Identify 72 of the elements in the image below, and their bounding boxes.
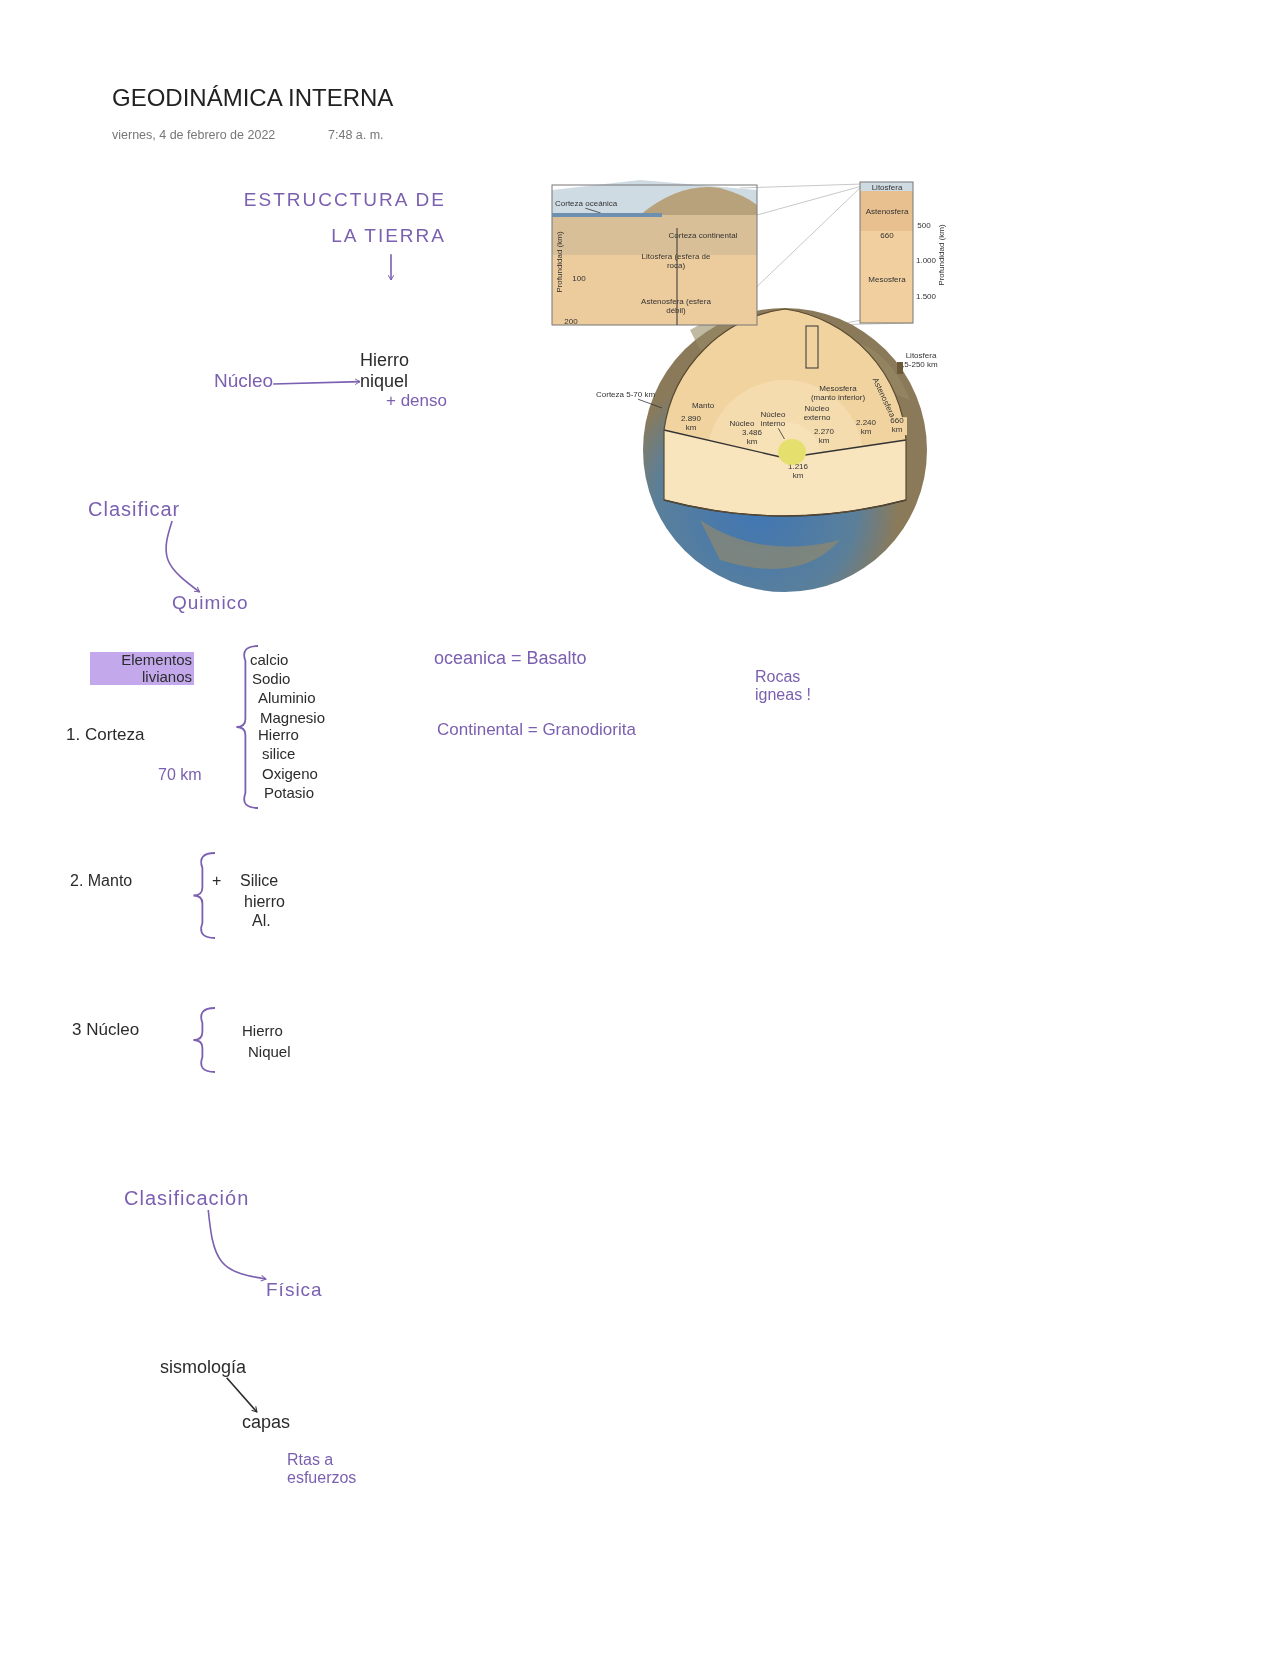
diagram-label: Litosfera 5-250 km [904, 351, 938, 370]
handwritten-note: 2. Manto [70, 872, 133, 891]
timestamp: 7:48 a. m. [328, 128, 384, 143]
diagram-label: 1.216 km [787, 463, 809, 481]
handwritten-note: hierro [244, 893, 285, 912]
handwritten-note: sismología [160, 1357, 247, 1378]
oceanic-crust-layer [552, 213, 662, 217]
diagram-label: 3.486 km [741, 429, 763, 447]
lithosphere-band [897, 362, 903, 374]
leader-line [637, 398, 663, 409]
handwritten-note: Sodio [252, 670, 291, 688]
diagram-label: 1.000 [916, 256, 936, 266]
handwritten-note: Núcleo [214, 370, 274, 392]
diagram-label: 500 [917, 221, 931, 231]
diagram-label: Litosfera [871, 183, 903, 193]
diagram-label: Mesosfera (manto inferior) [809, 385, 867, 403]
leader-line [584, 207, 602, 214]
diagram-label: 2.270 km [813, 428, 835, 446]
diagram-label: 100 [572, 274, 586, 284]
diagram-label: Corteza continental [668, 231, 738, 241]
handwritten-note: + denso [386, 391, 447, 411]
handwritten-note: calcio [250, 651, 289, 669]
diagram-label: Corteza oceánica [555, 199, 618, 209]
handwritten-note: Al. [252, 912, 271, 931]
handwritten-note: Silice [240, 872, 279, 891]
arrow [165, 520, 201, 593]
handwritten-note: ESTRUCCTURA DE LA TIERRA [242, 188, 446, 249]
diagram-label: Manto [691, 401, 715, 411]
arrow [225, 1376, 258, 1413]
handwritten-note: Oxigeno [262, 765, 318, 783]
handwritten-note: Clasificación [124, 1187, 250, 1210]
diagram-label: Núcleo [729, 419, 755, 429]
diagram-label: Núcleo externo [802, 405, 832, 423]
axis-title: Profundidad (km) [937, 224, 947, 286]
handwritten-note: + [212, 872, 222, 891]
diagram-label: 2.890 km [680, 415, 702, 433]
arrow [207, 1209, 267, 1282]
handwritten-note: 3 Núcleo [72, 1020, 140, 1040]
diagram-label: 2.240 km [855, 419, 877, 437]
diagram-label: 660 [880, 231, 894, 241]
handwritten-note: Rtas a esfuerzos [287, 1451, 358, 1488]
handwritten-note: 1. Corteza [66, 725, 145, 745]
handwritten-note: Continental = Granodiorita [437, 720, 636, 740]
handwritten-note: oceanica = Basalto [434, 648, 587, 669]
diagram-label: Núcleo interno [760, 410, 786, 429]
handwritten-note: Hierro niquel [360, 350, 410, 392]
handwritten-note: 70 km [158, 766, 202, 785]
arrow [272, 378, 361, 386]
handwritten-note: Hierro [242, 1022, 283, 1040]
handwritten-note: Quimico [172, 592, 249, 614]
handwritten-note: silice [262, 745, 296, 763]
leader-line [777, 428, 785, 440]
handwritten-note: Rocas igneas ! [755, 668, 813, 705]
axis-title: Profundidad (km) [555, 231, 565, 293]
diagram-label: Corteza 5-70 km [596, 390, 656, 400]
handwritten-note: Aluminio [258, 689, 316, 707]
timestamp: viernes, 4 de febrero de 2022 [112, 128, 276, 143]
highlighted-note: Elementos livianos [90, 652, 194, 685]
handwritten-note: Clasificar [88, 498, 181, 521]
diagram-label: Mesosfera [868, 275, 906, 285]
diagram-label: 200 [564, 317, 578, 327]
handwritten-note: Niquel [248, 1043, 291, 1061]
handwritten-note: Física [266, 1279, 323, 1301]
arrow [387, 253, 395, 281]
handwritten-note: capas [242, 1412, 291, 1433]
handwritten-note: Magnesio [260, 709, 326, 727]
handwritten-note: Potasio [264, 784, 315, 802]
diagram-label: Astenosfera [865, 207, 909, 217]
page-title: GEODINÁMICA INTERNA [112, 84, 394, 112]
handwritten-note: Hierro [258, 726, 299, 744]
diagram-label: 660 km [887, 417, 907, 435]
diagram-label: 1.500 [916, 292, 936, 302]
